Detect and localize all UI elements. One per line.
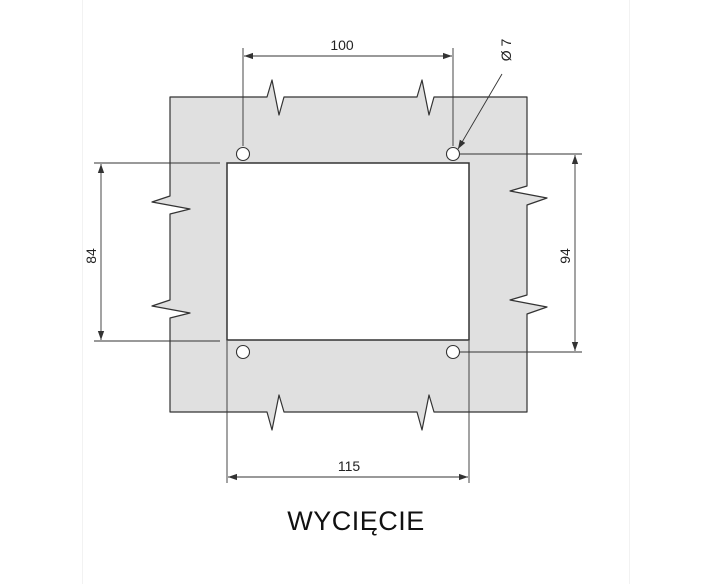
dimension-lines bbox=[94, 48, 582, 483]
dimension-label-bottom: 115 bbox=[338, 458, 361, 474]
cutout-opening bbox=[226, 162, 470, 341]
mounting-hole-bottom-left bbox=[235, 344, 251, 360]
left-edge-line bbox=[82, 0, 83, 584]
drawing-caption: WYCIĘCIE bbox=[287, 506, 425, 536]
hole-diameter-leader bbox=[457, 73, 503, 150]
dimension-label-top: 100 bbox=[330, 37, 354, 53]
mounting-hole-bottom-right bbox=[445, 344, 461, 360]
right-edge-line bbox=[629, 0, 630, 584]
mounting-hole-top-left bbox=[235, 146, 251, 162]
dimension-label-right: 94 bbox=[557, 248, 573, 264]
mounting-hole-top-right bbox=[445, 146, 461, 162]
dimension-label-diameter: Ø 7 bbox=[498, 39, 514, 62]
dimension-label-left: 84 bbox=[83, 248, 99, 264]
